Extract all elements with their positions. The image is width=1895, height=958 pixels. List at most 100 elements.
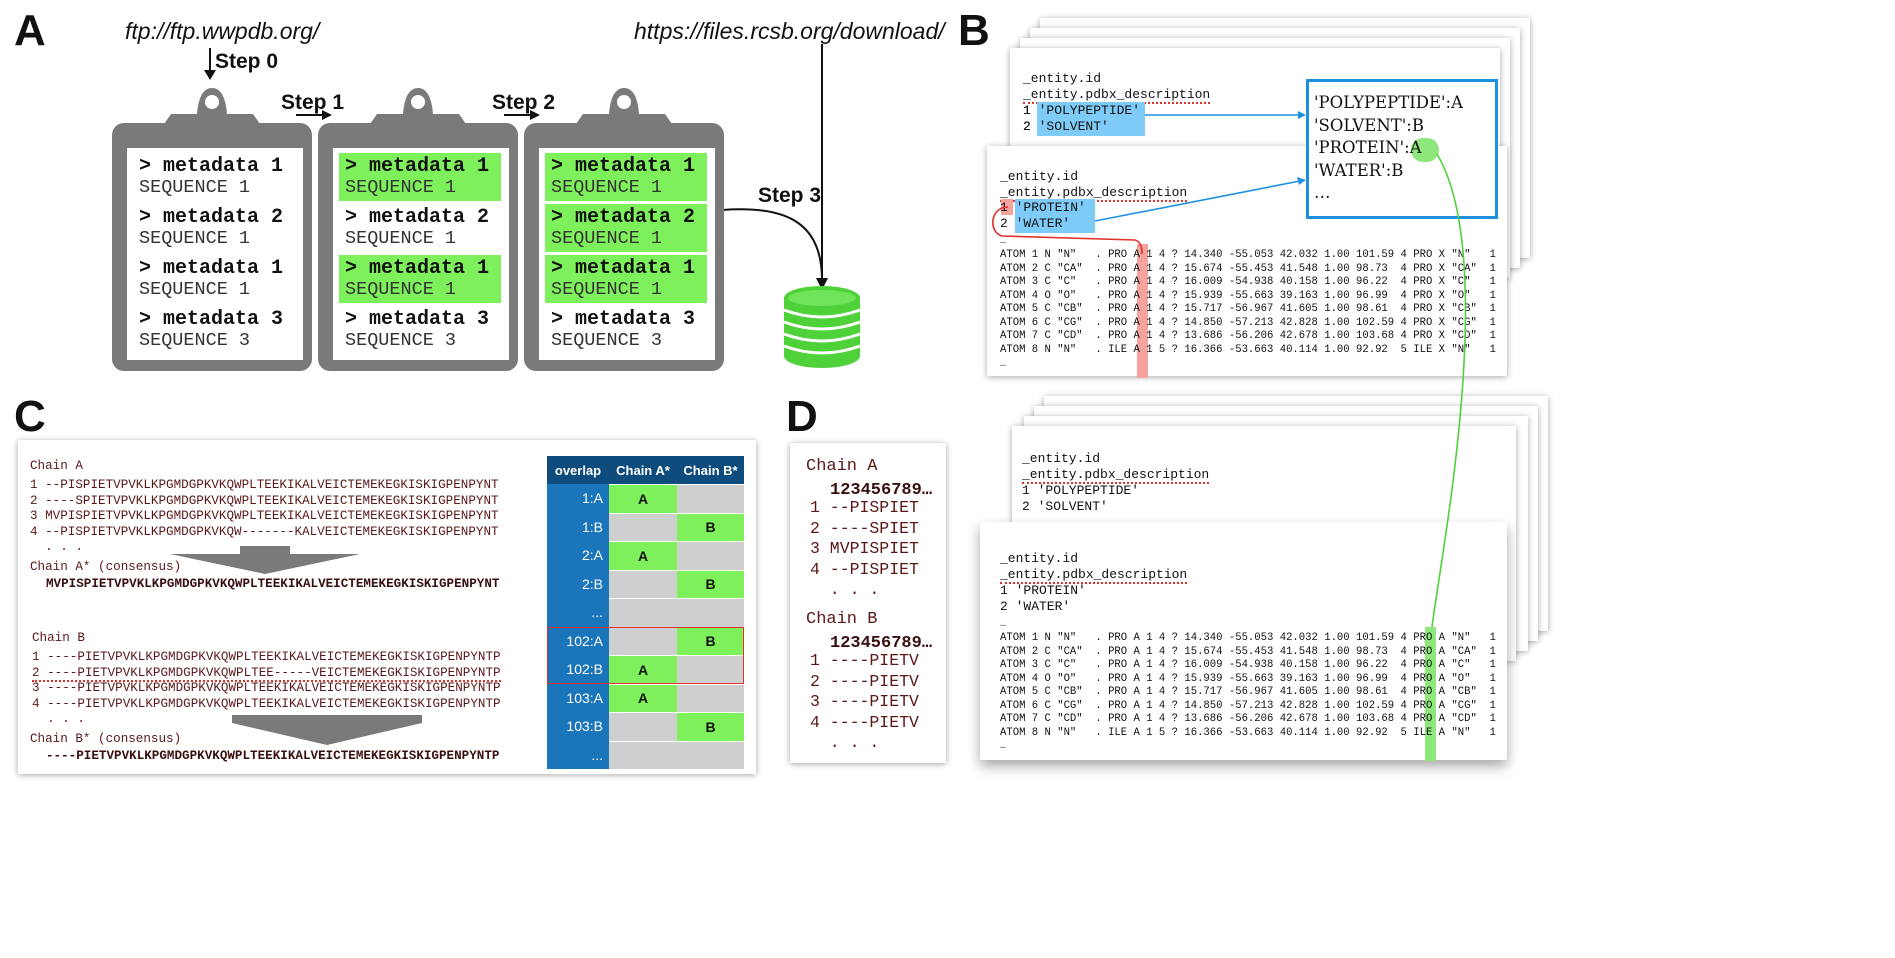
atom-record: ATOM 6 C "CG" . PRO A 1 4 ? 14.850 -57.2… — [1000, 699, 1496, 712]
entry-metadata: > metadata 1 — [345, 155, 490, 178]
overlap-cell: 103:B — [547, 712, 609, 741]
entity-id-label: _entity.id — [1022, 451, 1101, 466]
entity-chain-mapping: 'SOLVENT':B — [1314, 115, 1424, 135]
atom-record: ATOM 1 N "N" . PRO A 1 4 ? 14.340 -55.05… — [1000, 632, 1496, 644]
chain-b-title: Chain B — [32, 631, 85, 645]
entity-row-2-text: 2 'SOLVENT' — [1023, 119, 1109, 134]
green-circle-highlight — [1411, 138, 1439, 162]
entry-sequence: SEQUENCE 1 — [345, 177, 457, 198]
entry-sequence: SEQUENCE 1 — [139, 177, 251, 198]
overlap-cell: 1:A — [547, 484, 609, 513]
gapped-sequence: 2 ----PIETVPVKLKPGMDGPKVKQWPLTEE-----VEI… — [32, 665, 501, 682]
atom-record: ATOM 5 C "CB" . PRO A 1 4 ? 15.717 -56.9… — [1000, 303, 1496, 315]
overlap-cell: 102:A — [547, 626, 609, 655]
chain-a-cell: A — [609, 655, 677, 684]
numbered-line: 1 ----PIETV — [810, 651, 919, 670]
chain-b-cell — [677, 541, 744, 570]
entity-row-2: 2 'SOLVENT' — [1022, 499, 1108, 514]
entry-sequence: SEQUENCE 1 — [139, 228, 251, 249]
cif-card-protein-bottom — [980, 522, 1507, 760]
alignment-line: . . . — [32, 712, 85, 726]
entity-id-label: _entity.id — [1000, 169, 1079, 184]
ftp-url: ftp://ftp.wwpdb.org/ — [125, 18, 320, 44]
entity-row-1-text: 1 'POLYPEPTIDE' — [1023, 103, 1141, 118]
ellipsis: … — [1000, 741, 1007, 752]
chain-a-cell — [609, 598, 677, 627]
entity-id-label: _entity.id — [1000, 551, 1079, 566]
entity-desc-label: _entity.pdbx_description — [1000, 185, 1188, 202]
table-header-cell: Chain A* — [616, 462, 670, 478]
entry-sequence: SEQUENCE 1 — [551, 177, 663, 198]
rcsb-url: https://files.rcsb.org/download/ — [634, 18, 945, 44]
overlap-cell: 2:A — [547, 541, 609, 570]
chain-b-cell — [677, 740, 744, 769]
entity-row-2: 2 'WATER' — [1000, 599, 1071, 614]
d-ruler-a: 123456789… — [830, 481, 933, 500]
atom-record: ATOM 7 C "CD" . PRO A 1 4 ? 13.686 -56.2… — [1000, 713, 1496, 725]
entry-sequence: SEQUENCE 3 — [139, 330, 251, 351]
atom-record: ATOM 2 C "CA" . PRO A 1 4 ? 15.674 -55.4… — [1000, 262, 1496, 275]
numbered-line: . . . — [810, 580, 880, 599]
entry-metadata: > metadata 1 — [551, 257, 696, 280]
alignment-line: 2 ----SPIETVPVKLKPGMDGPKVKQWPLTEEKIKALVE… — [30, 493, 499, 508]
atom-record: ATOM 7 C "CD" . PRO A 1 4 ? 13.686 -56.2… — [1000, 330, 1496, 342]
chain-b-cell: B — [677, 712, 744, 741]
chain-b-consensus-label: Chain B* (consensus) — [30, 732, 182, 746]
chain-b-cell — [677, 484, 744, 513]
entry-metadata: > metadata 1 — [139, 257, 284, 280]
atom-record: ATOM 5 C "CB" . PRO A 1 4 ? 15.717 -56.9… — [1000, 686, 1496, 698]
entity-row-1: 1 'POLYPEPTIDE' — [1022, 483, 1140, 498]
atom-record: ATOM 8 N "N" . ILE A 1 5 ? 16.366 -53.66… — [1000, 726, 1496, 739]
chain-b-cell: B — [677, 626, 744, 655]
green-column-highlight — [1425, 627, 1436, 761]
entry-sequence: SEQUENCE 1 — [551, 228, 663, 249]
numbered-line: 4 ----PIETV — [810, 712, 919, 732]
d-chain-a-title: Chain A — [806, 457, 878, 476]
entity-chain-mapping: … — [1314, 183, 1331, 202]
chain-b-cell — [677, 598, 744, 627]
alignment-line: . . . — [30, 540, 83, 554]
consensus-arrow-a — [170, 546, 360, 574]
clipboard-clip-icon — [363, 84, 473, 141]
entry-sequence: SEQUENCE 1 — [551, 279, 663, 300]
panel-label-c: C — [14, 392, 46, 441]
entity-chain-mapping: 'PROTEIN':A — [1314, 138, 1422, 157]
database-icon — [783, 286, 861, 368]
chain-a-cell — [609, 569, 677, 598]
chain-b-cell — [677, 655, 744, 684]
entity-row-1: 1 'PROTEIN' — [1000, 583, 1086, 598]
numbered-line: 3 MVPISPIET — [810, 539, 919, 558]
overlap-cell: 1:B — [547, 512, 609, 541]
entity-chain-mapping: 'POLYPEPTIDE':A — [1314, 93, 1464, 112]
entity-id-label: _entity.id — [1023, 71, 1102, 86]
entity-desc-label: _entity.pdbx_description — [1022, 467, 1210, 484]
alignment-line: 4 ----PIETVPVKLKPGMDGPKVKQWPLTEEKIKALVEI… — [32, 696, 501, 711]
chain-a-consensus-label: Chain A* (consensus) — [30, 560, 182, 574]
entry-sequence: SEQUENCE 1 — [345, 228, 457, 249]
entry-metadata: > metadata 1 — [139, 155, 284, 178]
chain-b-consensus: ----PIETVPVKLKPGMDGPKVKQWPLTEEKIKALVEICT… — [46, 749, 500, 763]
entry-metadata: > metadata 1 — [551, 155, 696, 178]
alignment-line: 4 --PISPIETVPVKLKPGMDGPKVKQW-------KALVE… — [30, 524, 499, 539]
chain-a-cell: A — [609, 541, 677, 570]
chain-a-consensus: MVPISPIETVPVKLKPGMDGPKVKQWPLTEEKIKALVEIC… — [46, 577, 500, 591]
entry-metadata: > metadata 2 — [139, 206, 284, 229]
overlap-cell: 2:B — [547, 569, 609, 598]
consensus-arrow-b — [232, 715, 422, 745]
entity-desc-label: _entity.pdbx_description — [1000, 567, 1188, 584]
numbered-line: . . . — [810, 733, 880, 752]
numbered-line: 3 ----PIETV — [810, 692, 919, 711]
chain-a-title: Chain A — [30, 459, 83, 473]
chain-a-cell: A — [609, 484, 677, 513]
ellipsis: … — [1000, 619, 1007, 630]
atom-record: ATOM 1 N "N" . PRO A 1 4 ? 14.340 -55.05… — [1000, 249, 1496, 261]
step-0-label: Step 0 — [215, 50, 279, 73]
atom-record: ATOM 2 C "CA" . PRO A 1 4 ? 15.674 -55.4… — [1000, 645, 1496, 658]
overlap-cell: ... — [547, 598, 609, 627]
